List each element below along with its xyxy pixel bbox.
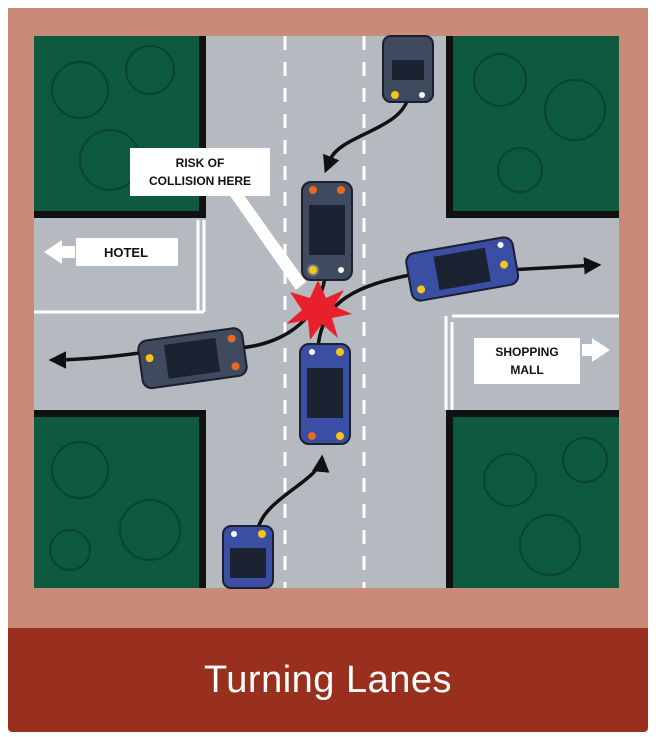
path-left-turn-east xyxy=(316,273,411,351)
left-arrow-icon xyxy=(44,240,75,264)
intersection-map: RISK OF COLLISION HERE HOTEL SHOPPING MA… xyxy=(34,35,619,589)
mall-label-line2: MALL xyxy=(510,363,543,377)
car-center-dark xyxy=(301,181,353,281)
right-arrow-icon xyxy=(582,338,610,362)
car-right-blue xyxy=(405,236,520,302)
car-bottom-blue xyxy=(222,525,274,589)
collision-label-line1: RISK OF xyxy=(176,156,225,170)
path-south-car-up xyxy=(256,454,330,531)
path-north-car-turn xyxy=(323,97,410,174)
caption-title: Turning Lanes xyxy=(203,658,453,701)
hotel-label: HOTEL xyxy=(104,245,148,260)
caption-bar: Turning Lanes xyxy=(8,628,648,732)
tree-outlines xyxy=(49,45,608,576)
grass-block-top-right xyxy=(446,36,619,218)
path-east-exit xyxy=(507,257,602,275)
car-center-blue xyxy=(299,343,351,445)
shopping-mall-sign: SHOPPING MALL xyxy=(474,338,610,384)
hotel-sign: HOTEL xyxy=(44,238,178,266)
collision-pointer-arrow xyxy=(226,184,306,290)
mall-label-line1: SHOPPING xyxy=(495,345,558,359)
car-top-dark xyxy=(382,35,434,105)
collision-label-line2: COLLISION HERE xyxy=(149,174,251,188)
car-paths xyxy=(48,97,602,531)
path-left-turn-west xyxy=(239,269,328,350)
collision-star-icon xyxy=(286,280,352,340)
car-left-dark xyxy=(137,327,248,390)
lane-markings xyxy=(34,36,619,588)
collision-label: RISK OF COLLISION HERE xyxy=(130,148,270,196)
grass-block-bottom-left xyxy=(34,410,206,588)
grass-block-bottom-right xyxy=(446,410,619,588)
